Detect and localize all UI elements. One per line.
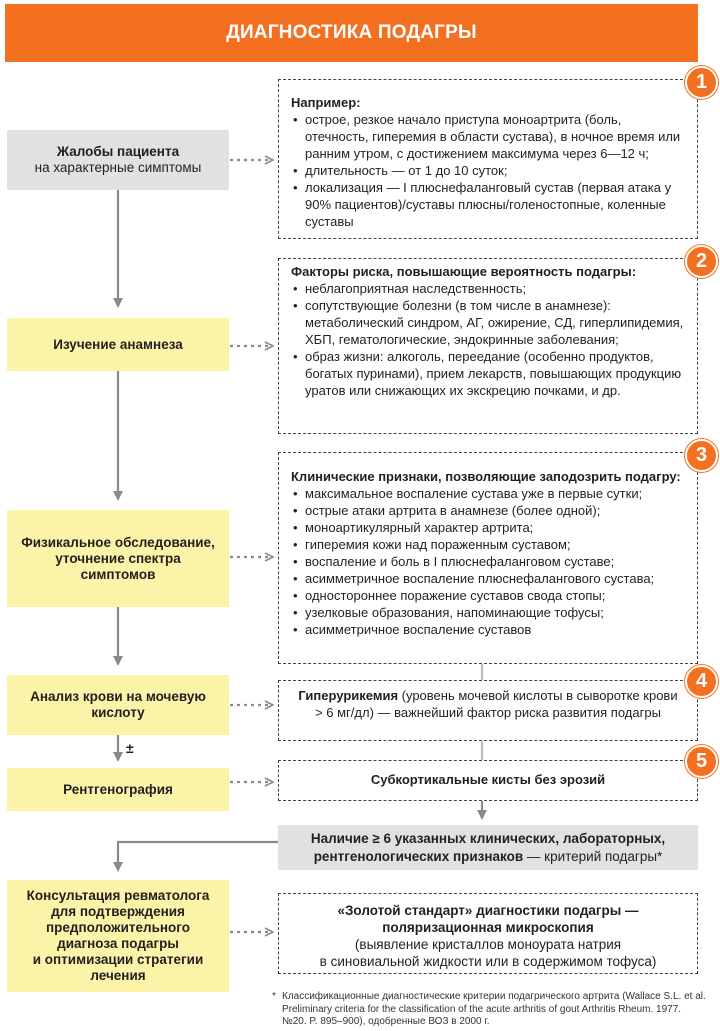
step-6-line5: и оптимизации стратегии <box>32 952 204 967</box>
step-number-badge-2: 2 <box>685 245 718 278</box>
list-item: одностороннее поражение суставов свода с… <box>291 587 689 604</box>
box-5-text: Субкортикальные кисты без эрозий <box>370 772 606 787</box>
step-5-title: Рентгенография <box>63 781 173 797</box>
criterion-text: — критерий подагры* <box>523 849 663 864</box>
box-4-term: Гиперурикемия <box>298 688 399 703</box>
detail-box-xray-finding: Субкортикальные кисты без эрозий <box>278 760 698 801</box>
step-6-line2: для подтверждения <box>51 904 185 919</box>
list-item: длительность — от 1 до 10 суток; <box>291 162 687 179</box>
list-item: неблагоприятная наследственность; <box>291 280 689 297</box>
list-item: острое, резкое начало приступа моноартри… <box>291 111 687 162</box>
box-1-title: Например: <box>291 95 361 110</box>
step-blood-test: Анализ крови на мочевую кислоту <box>7 675 229 735</box>
diagnostic-criterion-box: Наличие ≥ 6 указанных клинических, лабор… <box>278 825 698 870</box>
detail-box-risk-factors: Факторы риска, повышающие вероятность по… <box>278 258 698 434</box>
box-2-title: Факторы риска, повышающие вероятность по… <box>291 264 637 279</box>
step-3-line1: Физикальное обследование, <box>21 534 215 550</box>
arrow-criterion-consult <box>113 840 278 872</box>
list-item: локализация — I плюснефаланговый сустав … <box>291 179 687 230</box>
list-item: образ жизни: алкоголь, переедание (особе… <box>291 348 689 399</box>
list-item: воспаление и боль в I плюснефаланговом с… <box>291 553 689 570</box>
optional-sign: ± <box>126 740 134 756</box>
list-item: асимметричное воспаление суставов <box>291 621 689 638</box>
step-1-title: Жалобы пациента <box>56 144 180 159</box>
footnote: * Классификационные диагностические крит… <box>272 991 707 1029</box>
step-number-badge-4: 4 <box>685 665 718 698</box>
step-radiography: Рентгенография <box>7 768 229 811</box>
gold-line-1: «Золотой стандарт» диагностики подагры — <box>337 903 639 918</box>
step-6-line1: Консультация ревматолога <box>26 888 210 903</box>
list-item: моноартикулярный характер артрита; <box>291 519 689 536</box>
criterion-bold-text: Наличие ≥ 6 указанных клинических, лабор… <box>310 831 666 864</box>
step-6-line6: лечения <box>90 968 146 983</box>
list-item: острые атаки артрита в анамнезе (более о… <box>291 502 689 519</box>
step-6-line3: предположительного <box>46 920 190 935</box>
step-number-badge-3: 3 <box>685 439 718 472</box>
gold-line-3: (выявление кристаллов моноурата натрия <box>354 937 622 952</box>
step-rheumatologist-consult: Консультация ревматолога для подтвержден… <box>7 880 229 992</box>
gold-line-2: поляризационная микроскопия <box>382 920 594 935</box>
step-4-line1: Анализ крови на мочевую <box>30 689 206 704</box>
step-3-line3: симптомов <box>80 566 156 582</box>
step-physical-exam: Физикальное обследование, уточнение спек… <box>7 510 229 607</box>
step-4-line2: кислоту <box>91 705 145 720</box>
detail-box-clinical-signs: Клинические признаки, позволяющие заподо… <box>278 452 698 664</box>
list-item: гиперемия кожи над пораженным суставом; <box>291 536 689 553</box>
list-item: сопутствующие болезни (в том числе в ана… <box>291 297 689 348</box>
step-6-line4: диагноза подагры <box>57 936 179 951</box>
step-anamnesis: Изучение анамнеза <box>7 318 229 371</box>
detail-box-complaints: Например: острое, резкое начало приступа… <box>278 79 698 239</box>
list-item: узелковые образования, напоминающие тофу… <box>291 604 689 621</box>
gold-standard-box: «Золотой стандарт» диагностики подагры —… <box>278 893 698 974</box>
footnote-text: Классификационные диагностические критер… <box>282 991 706 1027</box>
step-1-subtitle: на характерные симптомы <box>34 160 202 175</box>
box-2-list: неблагоприятная наследственность; сопутс… <box>291 280 689 399</box>
step-patient-complaints: Жалобы пациента на характерные симптомы <box>7 130 229 190</box>
box-3-title: Клинические признаки, позволяющие заподо… <box>291 469 681 484</box>
page-header: ДИАГНОСТИКА ПОДАГРЫ <box>5 4 698 62</box>
detail-box-hyperuricemia: Гиперурикемия (уровень мочевой кислоты в… <box>278 680 698 741</box>
box-1-list: острое, резкое начало приступа моноартри… <box>291 111 687 230</box>
box-3-list: максимальное воспаление сустава уже в пе… <box>291 485 689 638</box>
step-number-badge-1: 1 <box>685 66 718 99</box>
page-title: ДИАГНОСТИКА ПОДАГРЫ <box>226 22 477 43</box>
list-item: максимальное воспаление сустава уже в пе… <box>291 485 689 502</box>
box-4-text: (уровень мочевой кислоты в сыворотке кро… <box>315 688 678 720</box>
step-3-line2: уточнение спектра <box>55 550 181 566</box>
list-item: асимметричное воспаление плюснефалангово… <box>291 570 689 587</box>
step-number-badge-5: 5 <box>685 745 718 778</box>
footnote-marker: * <box>272 991 276 1002</box>
step-2-title: Изучение анамнеза <box>53 336 183 352</box>
gold-line-4: в синовиальной жидкости или в содержимом… <box>319 954 657 969</box>
